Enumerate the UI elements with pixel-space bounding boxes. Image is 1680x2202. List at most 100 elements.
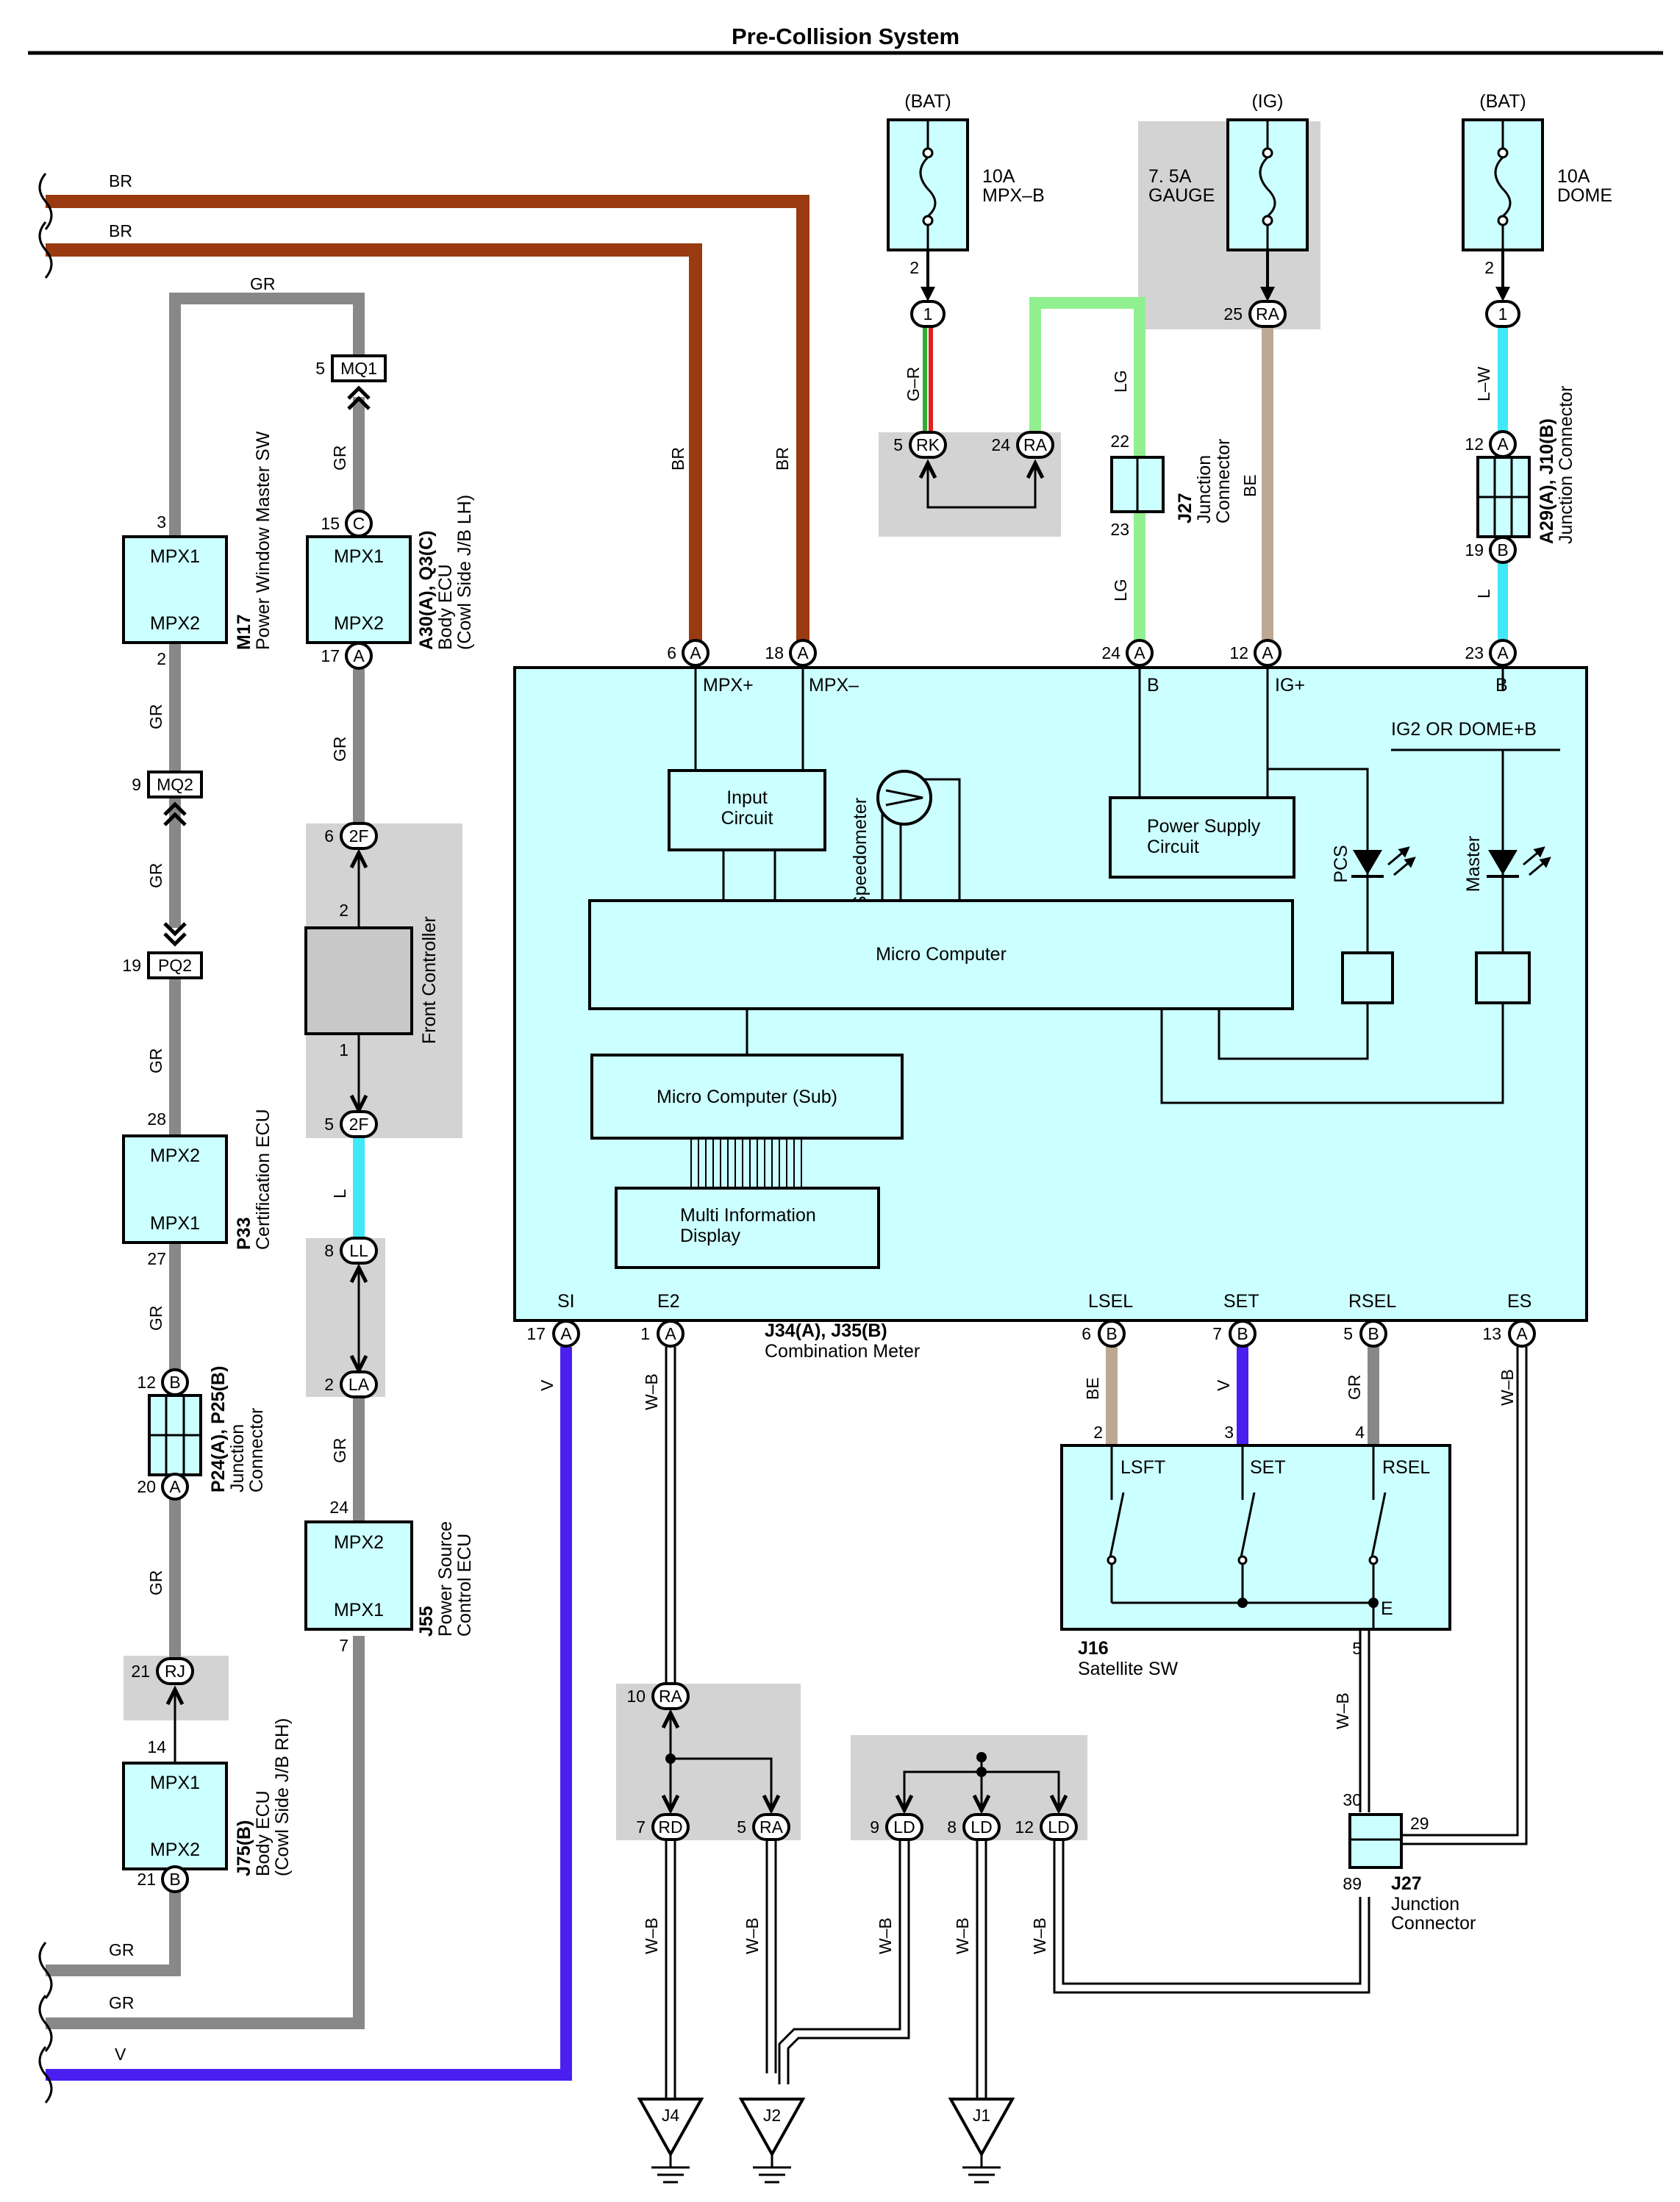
- wire-break-gr1: [38, 1942, 53, 1999]
- ra5-chevron-icon: [762, 1794, 781, 1815]
- connector-la2: LA2: [324, 1370, 378, 1398]
- svg-text:B: B: [1368, 1324, 1379, 1343]
- wire-br-top: [46, 195, 809, 651]
- j16-satellite-sw: [1060, 1444, 1451, 1631]
- wl-v-si: V: [537, 1379, 557, 1391]
- connector-ld9: LD9: [870, 1813, 923, 1841]
- svg-text:10A: 10A: [982, 166, 1015, 187]
- wl-br-mid: BR: [109, 221, 132, 240]
- j55-id: J55: [416, 1606, 437, 1637]
- a30-id: A30(A), Q3(C): [416, 530, 437, 650]
- j75-top: MPX1: [150, 1773, 200, 1793]
- svg-text:J2: J2: [763, 2106, 781, 2125]
- m17-pin-bottom: 2: [157, 649, 166, 668]
- svg-text:2: 2: [909, 258, 919, 277]
- pin-lsel: B6: [1082, 1320, 1126, 1348]
- svg-text:6: 6: [324, 826, 334, 846]
- j27a-name: Junction: [1194, 455, 1215, 523]
- svg-text:(BAT): (BAT): [904, 91, 951, 112]
- input-circuit-label-2: Circuit: [721, 808, 773, 829]
- micro-computer-label: Micro Computer: [876, 944, 1007, 965]
- svg-text:12: 12: [137, 1373, 156, 1392]
- wire-break-v: [38, 2046, 53, 2103]
- svg-text:2: 2: [324, 1375, 334, 1394]
- j55-power-source-ecu: [304, 1520, 413, 1631]
- j75-sub: (Cowl Side J/B RH): [272, 1718, 293, 1876]
- wl-gr-5: GR: [146, 1306, 165, 1331]
- connector-1-mpxb: 1: [910, 300, 946, 328]
- ld-node-top: [976, 1752, 987, 1762]
- wire-break-br-top: [38, 173, 53, 230]
- j27b-pin-30: 30: [1343, 1790, 1362, 1809]
- connector-a12: A12: [1465, 430, 1517, 458]
- connector-rd7: RD7: [636, 1813, 690, 1841]
- svg-text:9: 9: [870, 1817, 879, 1837]
- j16-node-set: [1237, 1555, 1248, 1565]
- svg-text:8: 8: [947, 1817, 957, 1837]
- wl-gr-sw: GR: [1345, 1375, 1364, 1401]
- svg-text:17: 17: [321, 646, 340, 665]
- wl-be-ig: BE: [1240, 474, 1259, 497]
- wl-wb-g5: W–B: [1030, 1917, 1049, 1954]
- svg-text:LD: LD: [1048, 1817, 1069, 1837]
- svg-text:J4: J4: [662, 2106, 680, 2125]
- j27b-junction: [1348, 1813, 1403, 1869]
- display-ribbon: [690, 1138, 802, 1188]
- connector-rk5: RK5: [893, 431, 947, 459]
- svg-text:PQ2: PQ2: [158, 956, 192, 975]
- svg-text:12: 12: [1229, 643, 1248, 662]
- svg-text:RA: RA: [759, 1817, 784, 1837]
- front-name: Front Controller: [419, 916, 440, 1044]
- pin-name-mpxm: MPX–: [809, 675, 859, 696]
- svg-text:A: A: [560, 1324, 572, 1343]
- a29-name: Junction Connector: [1556, 386, 1576, 544]
- connector-f5: 2F5: [324, 1110, 378, 1138]
- svg-text:5: 5: [315, 359, 325, 378]
- page-title: Pre-Collision System: [732, 24, 959, 49]
- m17-power-window-sw: [122, 535, 228, 644]
- wl-v-bot: V: [115, 2045, 126, 2064]
- j75-id: J75(B): [234, 1820, 254, 1876]
- svg-text:7: 7: [636, 1817, 646, 1837]
- pin-b23: A23: [1465, 639, 1517, 667]
- mq1-chevron-icon: [347, 385, 371, 410]
- pin-es: A13: [1482, 1320, 1536, 1348]
- master-label: Master: [1463, 836, 1484, 892]
- a30-top: MPX1: [334, 546, 384, 567]
- ground-j2-icon: J2: [738, 2098, 806, 2184]
- j55-sub: Control ECU: [454, 1534, 475, 1637]
- wl-gr-top: GR: [250, 274, 276, 293]
- micro-sub-block: [590, 1054, 904, 1140]
- m17-top: MPX1: [150, 546, 200, 567]
- j16-rsel: RSEL: [1382, 1457, 1430, 1478]
- j55-bottom: MPX1: [334, 1600, 384, 1620]
- j16-node-lsft: [1107, 1555, 1117, 1565]
- wl-be-sw: BE: [1083, 1377, 1102, 1400]
- micro-computer-block: [588, 899, 1294, 1010]
- wl-gr-4: GR: [146, 1048, 165, 1074]
- wl-wb-es: W–B: [1498, 1369, 1517, 1406]
- svg-text:MQ2: MQ2: [157, 775, 193, 794]
- meter-name: Combination Meter: [765, 1341, 920, 1362]
- svg-text:25: 25: [1223, 304, 1243, 323]
- p33-id: P33: [234, 1218, 254, 1250]
- j27a-pin-bottom: 23: [1110, 520, 1129, 539]
- pin-name-e2: E2: [657, 1291, 680, 1312]
- wl-gr-6: GR: [146, 1570, 165, 1596]
- a29-id: A29(A), J10(B): [1537, 418, 1557, 544]
- wire-break-br-mid: [38, 221, 53, 279]
- wl-br-v2: BR: [773, 447, 792, 471]
- pcs-label: PCS: [1331, 845, 1351, 882]
- rj-chevron-icon: [165, 1685, 185, 1706]
- svg-text:9: 9: [132, 775, 141, 794]
- wl-gr-b: GR: [330, 1438, 349, 1464]
- pin-name-b24: B: [1147, 675, 1159, 696]
- j55-pin-bottom: 7: [339, 1636, 348, 1655]
- pin-name-es: ES: [1507, 1291, 1531, 1312]
- ld9-chevron-icon: [895, 1794, 914, 1815]
- pin-b24: A24: [1101, 639, 1154, 667]
- connector-b12: B12: [137, 1368, 189, 1396]
- p24-name: Junction: [227, 1424, 248, 1493]
- a30-bottom: MPX2: [334, 613, 384, 634]
